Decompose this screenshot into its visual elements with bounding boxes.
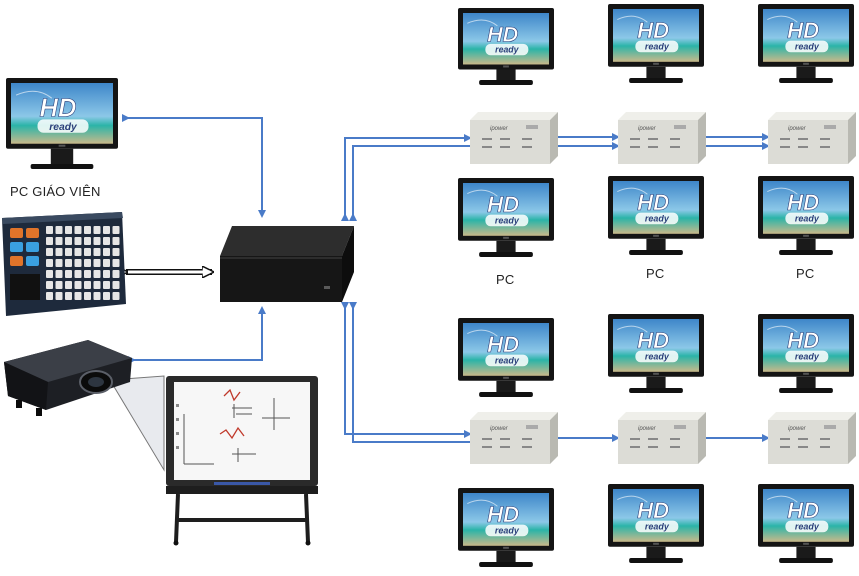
pc-label-1: PC (496, 272, 515, 287)
link-hub-top-group-b (349, 145, 470, 221)
hd-badge-text: HD (637, 18, 669, 43)
splitter-bottom-2: ipower (618, 412, 706, 464)
splitter-bottom-1: ipower (470, 412, 558, 464)
splitter-brand-text: ipower (788, 126, 807, 132)
ready-badge-text: ready (495, 356, 520, 366)
ready-badge-text: ready (795, 42, 820, 52)
monitor-top-row2-3: HD ready (758, 176, 854, 256)
hd-badge-text: HD (487, 21, 518, 46)
hd-badge-text: HD (637, 190, 669, 215)
monitor-bottom-row2-3: HD ready (758, 484, 854, 564)
splitter-brand-text: ipower (638, 426, 657, 432)
control-keypad (2, 212, 126, 316)
ready-badge-text: ready (495, 526, 520, 536)
ready-badge-text: ready (795, 522, 820, 532)
splitter-top-3: ipower (768, 112, 856, 164)
ready-badge-text: ready (495, 45, 519, 55)
splitter-brand-text: ipower (788, 426, 807, 432)
link-hub-bottom-group-b (349, 302, 470, 443)
splitter-brand-text: ipower (638, 126, 657, 132)
hd-badge-text: HD (487, 502, 519, 527)
pc-label-3: PC (796, 266, 815, 281)
ready-badge-text: ready (645, 42, 670, 52)
link-hub-bottom-group-a (341, 302, 472, 438)
link-hub-top-group-a (341, 134, 472, 221)
splitter-bottom-3: ipower (768, 412, 856, 464)
ready-badge-text: ready (645, 214, 670, 224)
central-hub-device (214, 218, 360, 308)
monitor-bottom-row2-1: HD ready (458, 488, 554, 568)
ready-badge-text: ready (645, 522, 670, 532)
monitor-bottom-row1-2: HD ready (608, 314, 704, 394)
hd-badge-text: HD (787, 18, 819, 43)
link-projector-hub (128, 306, 266, 364)
interactive-whiteboard (162, 374, 322, 546)
link-teacher-pc-hub (122, 114, 266, 218)
pc-label-2: PC (646, 266, 665, 281)
ready-badge-text: ready (645, 352, 670, 362)
monitor-bottom-row2-2: HD ready (608, 484, 704, 564)
monitor-top-row1-3: HD ready (758, 4, 854, 84)
hd-badge-text: HD (787, 498, 819, 523)
hd-badge-text: HD (487, 332, 519, 357)
hd-badge-text: HD (787, 190, 819, 215)
monitor-top-row2-2: HD ready (608, 176, 704, 256)
monitor-bottom-row1-3: HD ready (758, 314, 854, 394)
hd-badge-text: HD (787, 328, 819, 353)
projector (0, 334, 134, 426)
ready-badge-text: ready (795, 352, 820, 362)
teacher-pc-label: PC GIÁO VIÊN (10, 184, 101, 199)
hd-badge-text: HD (40, 94, 77, 122)
hd-badge-text: HD (637, 328, 669, 353)
teacher-monitor: HD ready (6, 78, 118, 170)
splitter-top-1: ipower (470, 112, 558, 164)
projector-beam (109, 375, 165, 472)
hd-badge-text: HD (637, 498, 669, 523)
ready-badge-text: ready (49, 122, 78, 133)
monitor-top-row1-1: HD ready (458, 8, 554, 86)
ready-badge-text: ready (795, 214, 820, 224)
hd-badge-text: HD (487, 192, 519, 217)
splitter-brand-text: ipower (490, 126, 509, 132)
monitor-bottom-row1-1: HD ready (458, 318, 554, 398)
monitor-top-row2-1: HD ready (458, 178, 554, 258)
splitter-brand-text: ipower (490, 426, 509, 432)
ready-badge-text: ready (495, 216, 520, 226)
monitor-top-row1-2: HD ready (608, 4, 704, 84)
splitter-top-2: ipower (618, 112, 706, 164)
